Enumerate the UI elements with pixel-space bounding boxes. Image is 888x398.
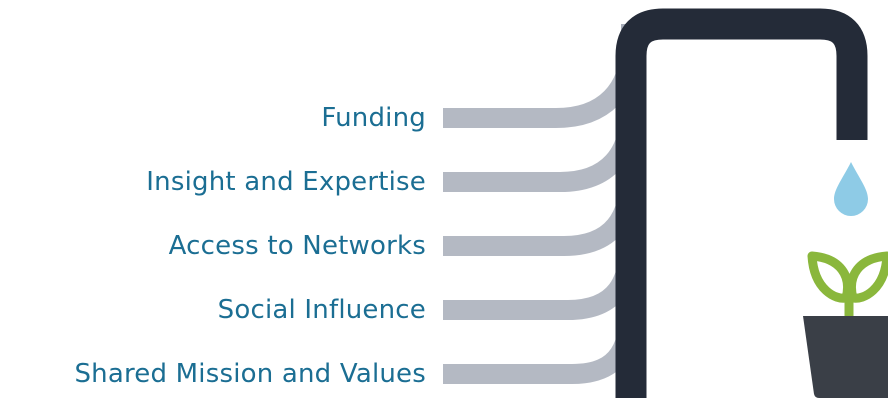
faucet-pipe-icon (615, 8, 868, 398)
sprout-icon (807, 251, 888, 323)
input-stream-3 (443, 24, 641, 256)
pot-icon (803, 316, 888, 398)
input-stream-5 (443, 24, 641, 384)
input-label-influence: Social Influence (217, 295, 426, 325)
input-label-mission: Shared Mission and Values (74, 359, 426, 389)
input-label-funding: Funding (321, 103, 426, 133)
water-drop-icon (834, 162, 868, 216)
input-stream-1 (443, 24, 641, 128)
input-label-networks: Access to Networks (168, 231, 426, 261)
input-label-insight: Insight and Expertise (146, 167, 426, 197)
input-streams (443, 24, 641, 384)
